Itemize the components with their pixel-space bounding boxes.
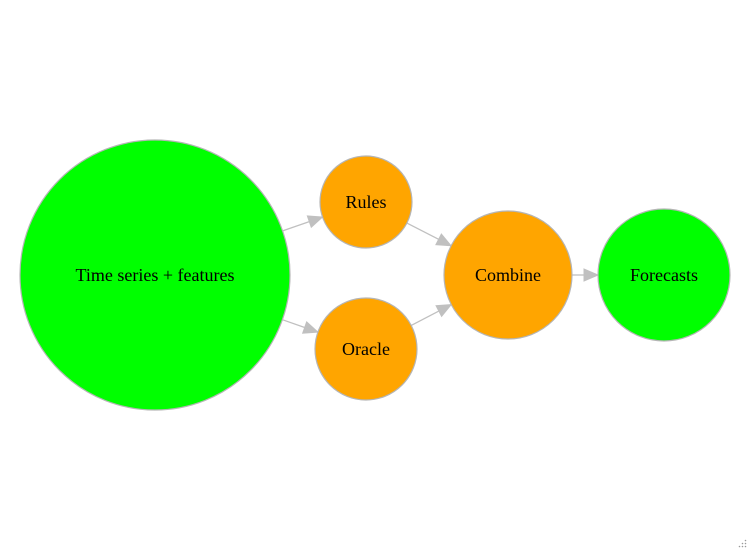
edge-line — [282, 221, 310, 232]
arrowhead-icon — [301, 320, 320, 334]
resize-grip-icon[interactable] — [738, 539, 747, 548]
node-label: Time series + features — [76, 265, 235, 285]
node-label: Combine — [475, 265, 541, 285]
arrowhead-icon — [435, 303, 453, 318]
node-label: Oracle — [342, 339, 390, 359]
edge-combine-to-forecasts — [572, 268, 600, 282]
node-oracle[interactable]: Oracle — [314, 297, 418, 401]
edge-line — [282, 319, 305, 329]
node-forecasts[interactable]: Forecasts — [597, 208, 731, 342]
arrowhead-icon — [306, 215, 324, 229]
edge-ts-to-oracle — [282, 319, 320, 334]
node-circle[interactable] — [443, 210, 573, 340]
arrowhead-icon — [583, 268, 600, 282]
node-label: Rules — [345, 192, 386, 212]
node-rules[interactable]: Rules — [319, 155, 413, 249]
edge-oracle-to-combine — [410, 303, 453, 327]
edge-line — [406, 222, 439, 240]
edge-rules-to-combine — [406, 222, 453, 247]
node-combine[interactable]: Combine — [443, 210, 573, 340]
edges-layer — [282, 215, 600, 334]
node-circle[interactable] — [597, 208, 731, 342]
node-ts[interactable]: Time series + features — [19, 139, 291, 411]
edge-line — [410, 310, 440, 327]
node-circle[interactable] — [19, 139, 291, 411]
arrowhead-icon — [435, 233, 453, 247]
node-circle[interactable] — [319, 155, 413, 249]
node-label: Forecasts — [630, 265, 698, 285]
node-circle[interactable] — [314, 297, 418, 401]
edge-ts-to-rules — [282, 215, 324, 232]
